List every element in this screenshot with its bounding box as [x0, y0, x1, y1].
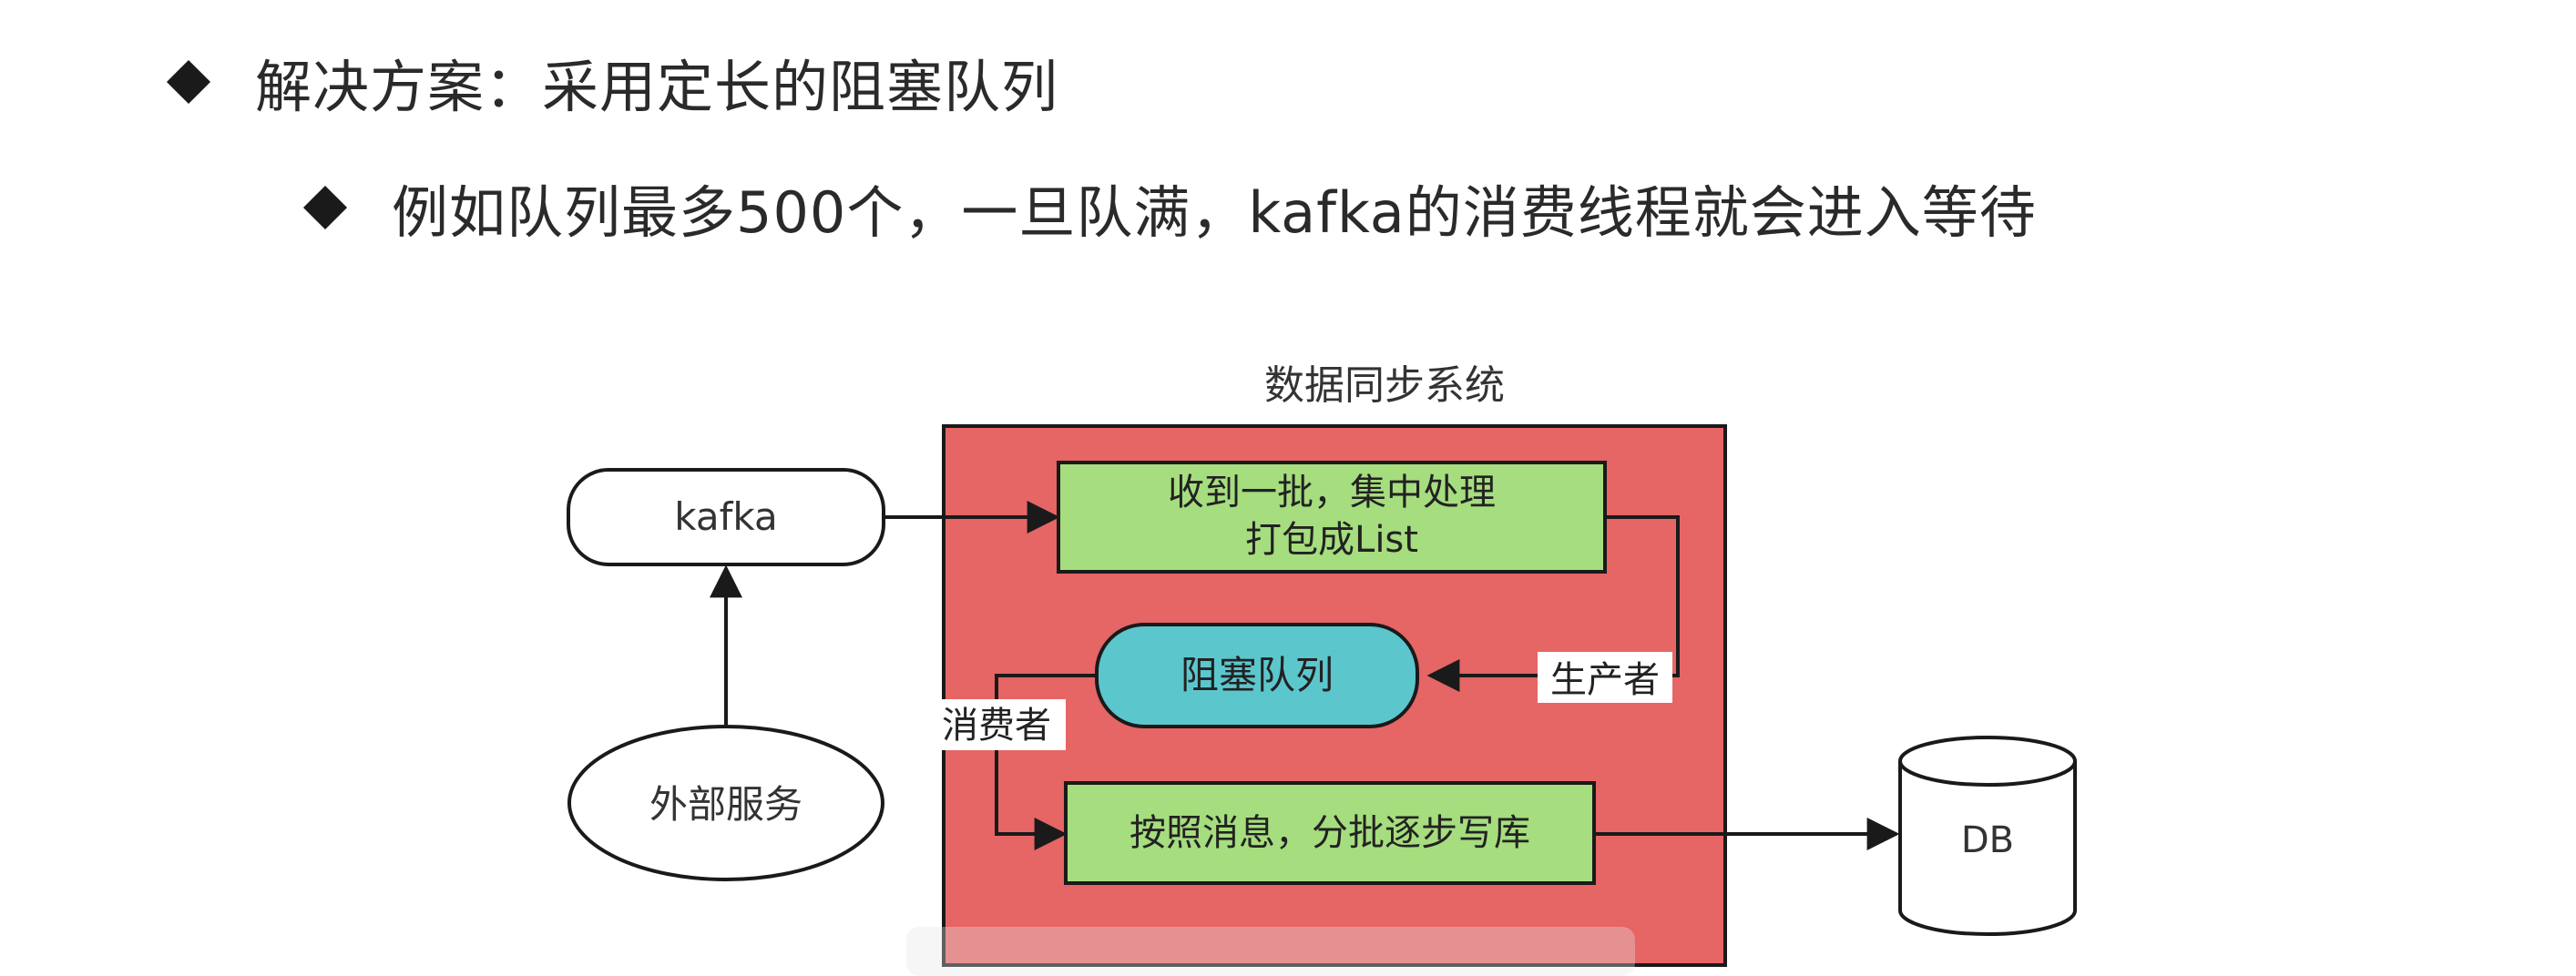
- producer-label: 生产者: [1550, 659, 1660, 701]
- db-label: DB: [1961, 819, 2014, 861]
- producer-label-bg: [1538, 652, 1672, 703]
- video-controls-overlay: [906, 927, 1635, 976]
- batch-write-box: [1064, 781, 1596, 885]
- consumer-label: 消费者: [942, 705, 1051, 747]
- consumer-connector: [995, 674, 1097, 850]
- batch-box-line2: 打包成List: [1245, 519, 1418, 561]
- consumer-label-bg: [927, 699, 1066, 750]
- db-cylinder-top: [1898, 736, 2077, 787]
- batch-write-label: 按照消息，分批逐步写库: [1130, 812, 1530, 854]
- system-title: 数据同步系统: [1264, 362, 1505, 409]
- bullet-level-1-text: 解决方案：采用定长的阻塞队列: [255, 54, 1059, 120]
- bullet-level-1: 解决方案：采用定长的阻塞队列: [166, 44, 1059, 120]
- bullet-level-2-text: 例如队列最多500个，一旦队满，kafka的消费线程就会进入等待: [392, 179, 2037, 246]
- kafka-label: kafka: [674, 494, 777, 539]
- blocking-queue-label: 阻塞队列: [1181, 653, 1334, 697]
- bullet-level-2: 例如队列最多500个，一旦队满，kafka的消费线程就会进入等待: [302, 169, 2037, 246]
- batch-box-line1: 收到一批，集中处理: [1168, 472, 1496, 513]
- db-cylinder-body: [1898, 761, 2077, 936]
- external-service-label: 外部服务: [649, 782, 802, 827]
